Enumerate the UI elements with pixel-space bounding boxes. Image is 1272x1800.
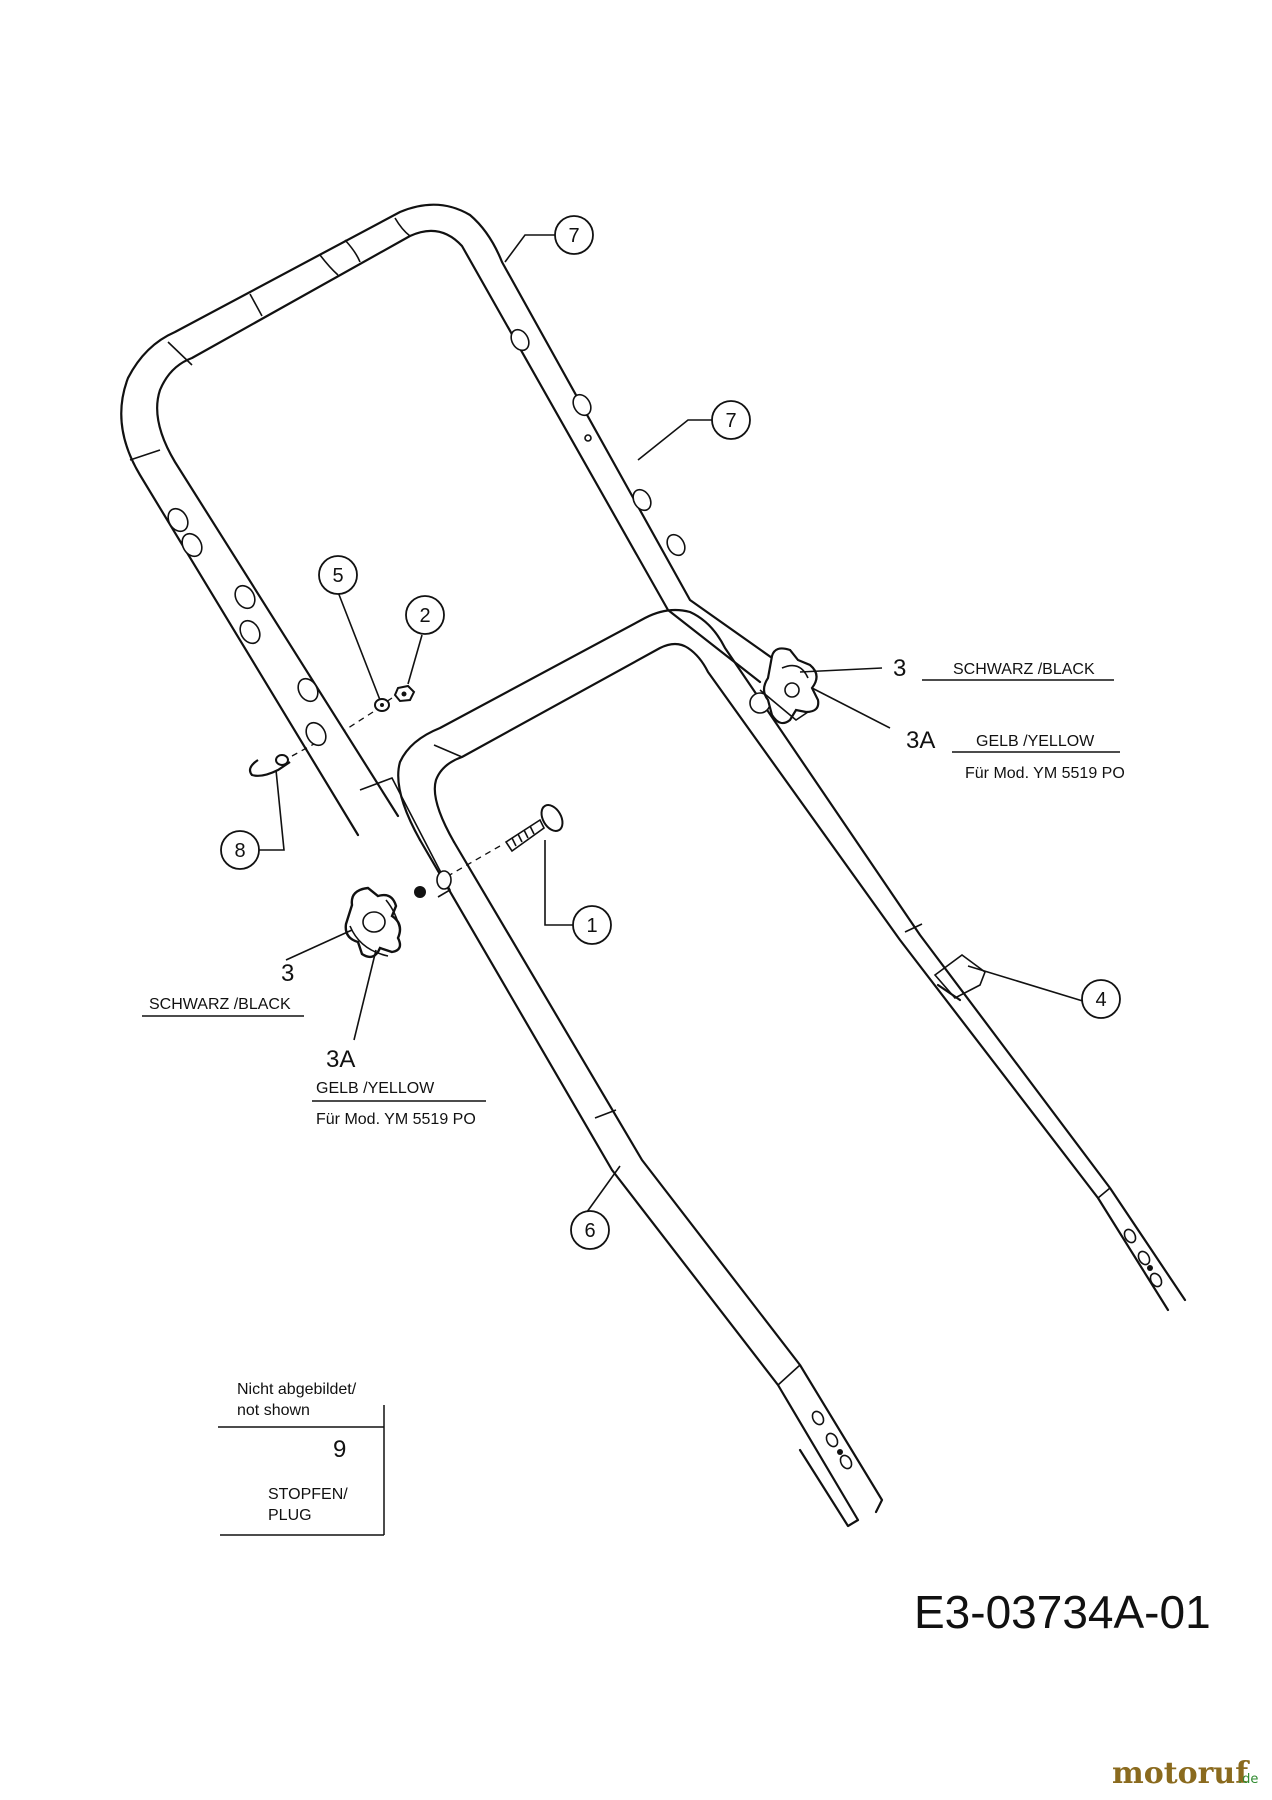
- lower-handle-holes: [811, 1228, 1163, 1470]
- not-shown-header-line2: not shown: [237, 1402, 310, 1419]
- callout-label: 2: [419, 605, 430, 627]
- drawing-number: E3-03734A-01: [914, 1586, 1211, 1638]
- knob-number-3a: 3A: [906, 727, 935, 754]
- cable-clip: [933, 954, 986, 1002]
- washer-and-nut: [344, 684, 416, 731]
- site-watermark: motoruf .de: [1112, 1756, 1258, 1791]
- right-star-knob: [759, 647, 820, 725]
- knob-number-3a: 3A: [326, 1046, 355, 1073]
- carriage-bolt: [414, 804, 564, 898]
- callout-balloon-8: 8: [220, 830, 260, 870]
- lower-handle: [397, 608, 1187, 1528]
- knob-number-3: 3: [281, 960, 294, 987]
- upper-handle-holes: [167, 328, 686, 747]
- watermark-brand: motoruf: [1112, 1756, 1250, 1791]
- knob-color-black: SCHWARZ /BLACK: [953, 661, 1095, 678]
- knob-number-3: 3: [893, 655, 906, 682]
- callout-balloon-6: 6: [570, 1210, 610, 1250]
- left-star-knob: [344, 886, 402, 959]
- right-knob-label: 3 SCHWARZ /BLACK 3A GELB /YELLOW Für Mod…: [893, 655, 1125, 782]
- clip-pin: [248, 743, 315, 777]
- callout-label: 8: [234, 840, 245, 862]
- callout-label: 5: [332, 565, 343, 587]
- knob-color-yellow: GELB /YELLOW: [976, 733, 1095, 750]
- watermark-suffix: .de: [1238, 1772, 1258, 1787]
- not-shown-item-line1: STOPFEN/: [268, 1486, 348, 1503]
- callout-label: 4: [1095, 989, 1106, 1011]
- callout-label: 7: [568, 225, 579, 247]
- model-note: Für Mod. YM 5519 PO: [965, 765, 1125, 782]
- not-shown-header-line1: Nicht abgebildet/: [237, 1381, 357, 1398]
- callout-balloon-2: 2: [405, 595, 445, 635]
- not-shown-parts-box: Nicht abgebildet/ not shown 9 STOPFEN/ P…: [218, 1381, 385, 1536]
- callout-balloon-7a: 7: [554, 215, 594, 255]
- knob-color-black: SCHWARZ /BLACK: [149, 996, 291, 1013]
- left-knob-label: 3 SCHWARZ /BLACK 3A GELB /YELLOW Für Mod…: [142, 960, 486, 1128]
- knob-color-yellow: GELB /YELLOW: [316, 1080, 435, 1097]
- callout-balloon-4: 4: [1081, 979, 1121, 1019]
- callout-label: 1: [586, 915, 597, 937]
- not-shown-item-number: 9: [333, 1436, 346, 1463]
- callout-balloon-7b: 7: [711, 400, 751, 440]
- callout-label: 6: [584, 1220, 595, 1242]
- not-shown-item-line2: PLUG: [268, 1507, 312, 1524]
- upper-handle: [120, 203, 784, 898]
- callout-label: 7: [725, 410, 736, 432]
- model-note: Für Mod. YM 5519 PO: [316, 1111, 476, 1128]
- callout-balloon-5: 5: [318, 555, 358, 595]
- callout-balloon-1: 1: [572, 905, 612, 945]
